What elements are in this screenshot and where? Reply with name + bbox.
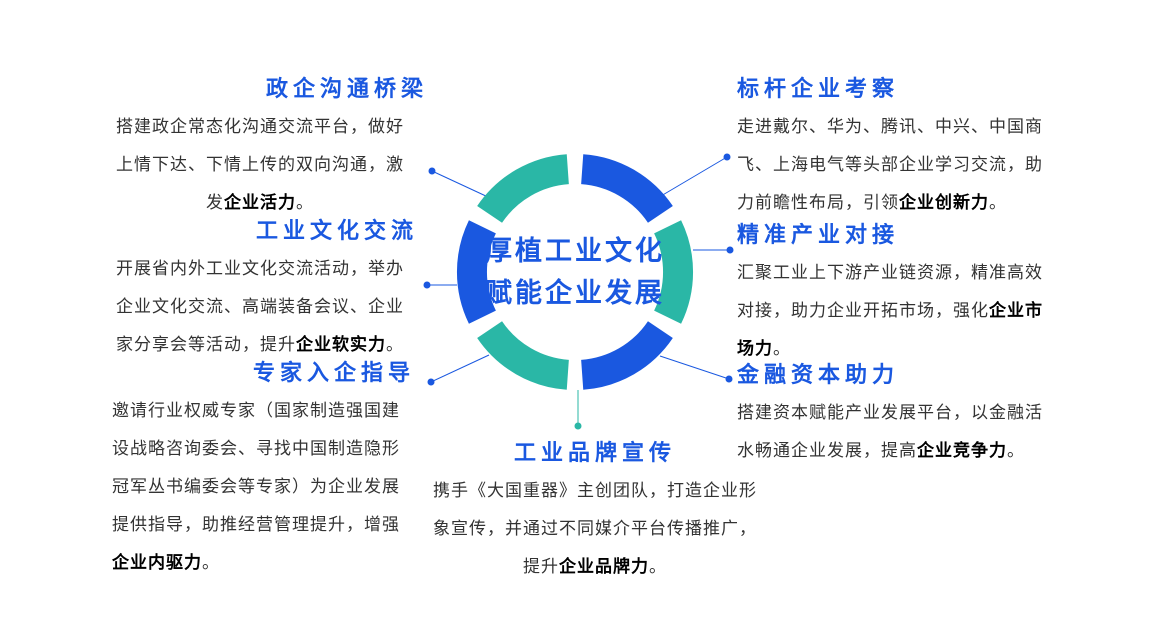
center-ring: 厚植工业文化 赋能企业发展	[445, 142, 705, 402]
section-body-expert-guidance: 邀请行业权威专家（国家制造强国建设战略咨询委会、寻找中国制造隐形冠军丛书编委会等…	[112, 401, 400, 572]
section-title-industry-matching: 精准产业对接	[737, 222, 900, 247]
section-title-benchmark-visits: 标杆企业考察	[737, 76, 900, 101]
ring-segment-bottom-left	[477, 320, 570, 390]
section-title-expert-guidance: 专家入企指导	[253, 360, 416, 385]
section-expert-guidance: 专家入企指导 邀请行业权威专家（国家制造强国建设战略咨询委会、寻找中国制造隐形冠…	[112, 358, 410, 582]
ring-segment-top-left	[477, 154, 570, 224]
ring-segments	[456, 154, 694, 390]
section-financial-capital: 金融资本助力 搭建资本赋能产业发展平台，以金融活水畅通企业发展，提高企业竞争力。	[737, 360, 1053, 470]
section-body-financial-capital: 搭建资本赋能产业发展平台，以金融活水畅通企业发展，提高企业竞争力。	[737, 403, 1043, 460]
connector-dot-gov	[428, 167, 436, 175]
section-title-brand-promotion: 工业品牌宣传	[513, 440, 676, 465]
center-headline-line2: 赋能企业发展	[485, 278, 665, 308]
section-gov-communication: 政企沟通桥梁 搭建政企常态化沟通交流平台，做好上情下达、下情上传的双向沟通，激发…	[110, 74, 429, 222]
section-title-gov-communication: 政企沟通桥梁	[266, 76, 429, 101]
connector-dot-benchmark	[723, 153, 731, 161]
connector-dot-capital	[725, 375, 733, 383]
connector-dot-brand	[574, 422, 582, 430]
section-body-gov-communication: 搭建政企常态化沟通交流平台，做好上情下达、下情上传的双向沟通，激发企业活力。	[116, 117, 404, 212]
center-headline: 厚植工业文化 赋能企业发展	[445, 142, 705, 402]
center-headline-line1: 厚植工业文化	[485, 236, 665, 266]
section-body-industry-matching: 汇聚工业上下游产业链资源，精准高效对接，助力企业开拓市场，强化企业市场力。	[737, 263, 1043, 358]
ring-segment-top-right	[580, 154, 673, 224]
section-body-benchmark-visits: 走进戴尔、华为、腾讯、中兴、中国商飞、上海电气等头部企业学习交流，助力前瞻性布局…	[737, 117, 1043, 212]
section-industry-matching: 精准产业对接 汇聚工业上下游产业链资源，精准高效对接，助力企业开拓市场，强化企业…	[737, 220, 1051, 368]
section-brand-promotion: 工业品牌宣传 携手《大国重器》主创团队，打造企业形象宣传，并通过不同媒介平台传播…	[428, 438, 762, 586]
section-benchmark-visits: 标杆企业考察 走进戴尔、华为、腾讯、中兴、中国商飞、上海电气等头部企业学习交流，…	[737, 74, 1051, 222]
section-title-culture-exchange: 工业文化交流	[256, 218, 419, 243]
section-culture-exchange: 工业文化交流 开展省内外工业文化交流活动，举办企业文化交流、高端装备会议、企业家…	[108, 216, 419, 364]
ring-segment-right	[653, 220, 694, 324]
connector-dot-matching	[726, 246, 734, 254]
ring-segment-bottom-right	[580, 320, 673, 390]
section-body-culture-exchange: 开展省内外工业文化交流活动，举办企业文化交流、高端装备会议、企业家分享会等活动，…	[116, 259, 404, 354]
section-body-brand-promotion: 携手《大国重器》主创团队，打造企业形象宣传，并通过不同媒介平台传播推广，提升企业…	[433, 481, 757, 576]
section-title-financial-capital: 金融资本助力	[737, 362, 900, 387]
connector-dot-expert	[427, 378, 435, 386]
ring-segment-left	[456, 220, 497, 324]
connector-dot-culture	[423, 281, 431, 289]
